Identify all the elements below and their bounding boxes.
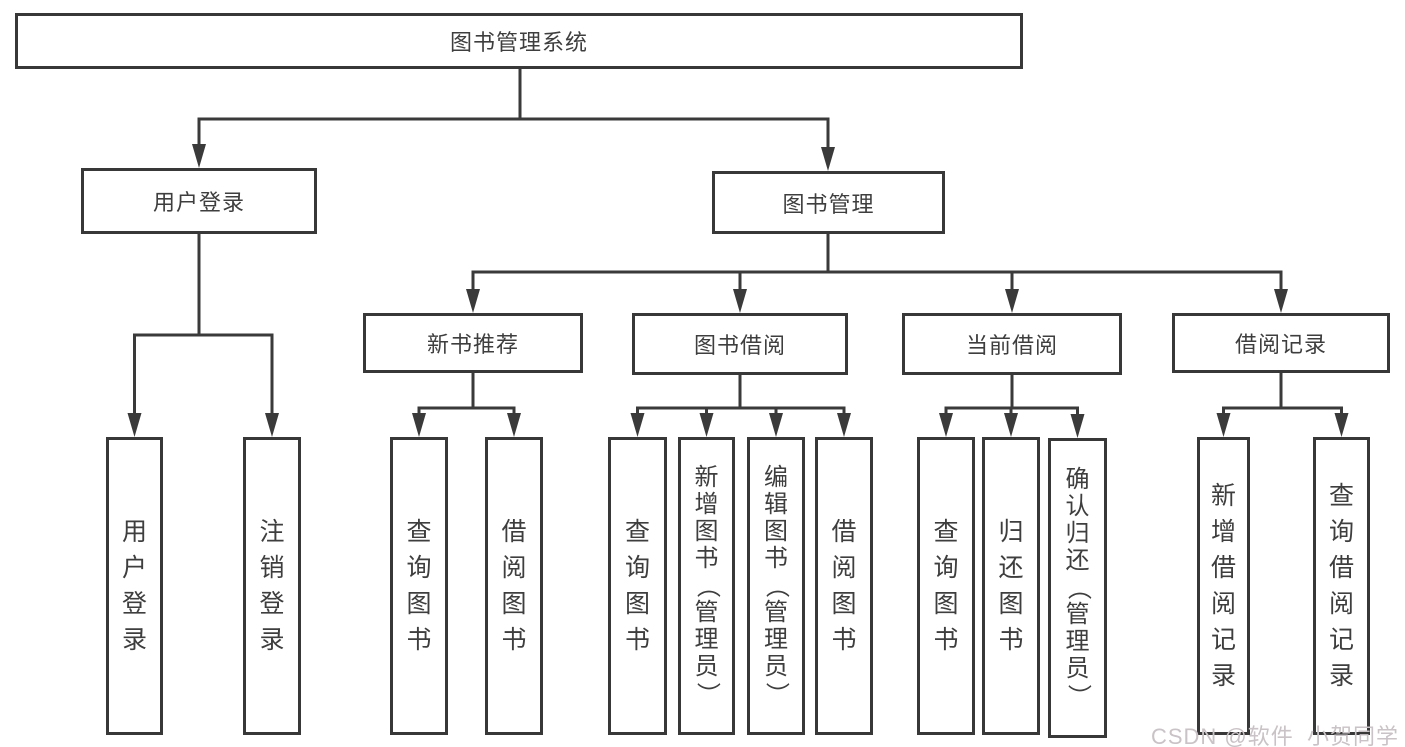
leaf-logout: 注销登录 bbox=[243, 437, 301, 735]
leaf-user-login: 用户登录 bbox=[106, 437, 163, 735]
node-current-borrow: 当前借阅 bbox=[902, 313, 1122, 375]
node-borrow-records: 借阅记录 bbox=[1172, 313, 1390, 373]
leaf-confirm-return-admin: 确认归还（管理员） bbox=[1048, 438, 1107, 738]
leaf-borrow-books: 借阅图书 bbox=[815, 437, 873, 735]
node-user-login: 用户登录 bbox=[81, 168, 317, 234]
leaf-query-books-current: 查询图书 bbox=[917, 437, 975, 735]
leaf-query-books-borrow: 查询图书 bbox=[608, 437, 667, 735]
node-root: 图书管理系统 bbox=[15, 13, 1023, 69]
watermark: CSDN @软件_小贺同学 bbox=[1150, 724, 1399, 747]
leaf-borrow-books-recommend: 借阅图书 bbox=[485, 437, 543, 735]
leaf-query-books-recommend: 查询图书 bbox=[390, 437, 448, 735]
leaf-query-borrow-record: 查询借阅记录 bbox=[1313, 437, 1370, 735]
node-new-book-recommend: 新书推荐 bbox=[363, 313, 583, 373]
node-book-management: 图书管理 bbox=[712, 171, 945, 234]
leaf-add-borrow-record: 新增借阅记录 bbox=[1197, 437, 1250, 735]
node-book-borrow: 图书借阅 bbox=[632, 313, 848, 375]
leaf-add-book-admin: 新增图书（管理员） bbox=[678, 437, 735, 735]
leaf-return-book: 归还图书 bbox=[982, 437, 1040, 735]
leaf-edit-book-admin: 编辑图书（管理员） bbox=[747, 437, 805, 735]
